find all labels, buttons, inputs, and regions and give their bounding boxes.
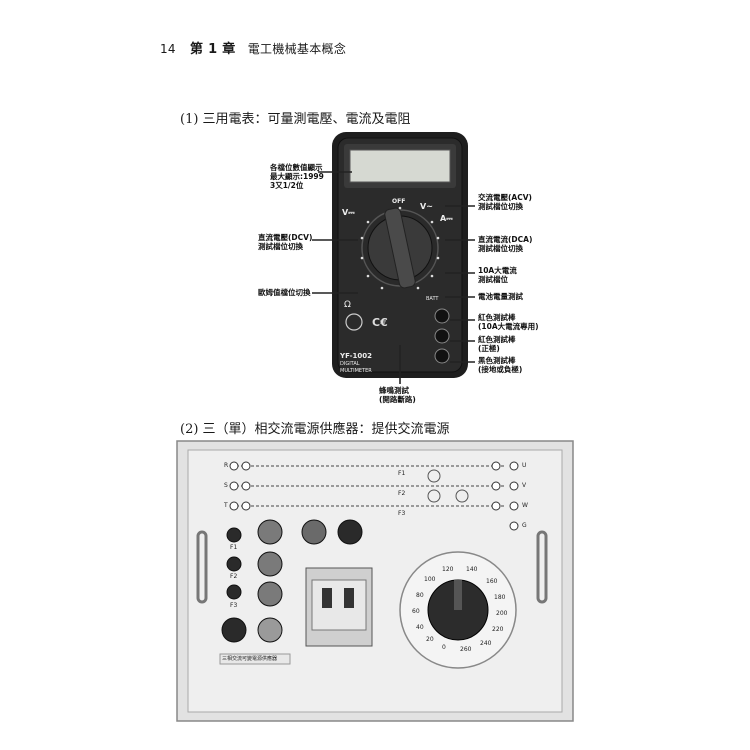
meter-label-off: OFF [392, 198, 406, 205]
callout-display-line1: 各檔位數值顯示 [270, 163, 323, 172]
phase-r: R [224, 462, 229, 469]
callout-buzzer: 蜂鳴測試 (開路斷路) [379, 386, 416, 404]
meter-label-ohm: Ω [344, 300, 351, 310]
dial-120: 120 [442, 566, 454, 573]
callout-10a: 10A大電流 測試檔位 [478, 266, 517, 284]
phase-u: U [522, 462, 527, 469]
power-supply-panel: R S T U V W G F1 F2 F3 F1 F2 F3 100 120 … [176, 440, 574, 722]
phase-s: S [224, 482, 228, 489]
meter-multimeter: MULTIMETER [340, 368, 372, 374]
dial-220: 220 [492, 626, 504, 633]
section1-title: (1) 三用電表：可量測電壓、電流及電阻 [180, 112, 411, 127]
dial-80: 80 [416, 592, 424, 599]
meter-label-vdc: V⎓ [342, 208, 355, 217]
panel-nameplate: 三相交流可變電源供應器 [222, 656, 278, 662]
chapter-label: 第 1 章 [190, 42, 236, 57]
meter-label-adc: A⎓ [440, 214, 453, 223]
line-fuse-f3: F3 [398, 510, 406, 517]
meter-digital: DIGITAL [340, 361, 360, 367]
phase-v: V [522, 482, 527, 489]
phase-w: W [522, 502, 528, 509]
power-supply-drawing [176, 440, 574, 722]
callout-ohm: 歐姆值檔位切換 [258, 288, 311, 297]
line-fuse-f2: F2 [398, 490, 406, 497]
svg-text:C€: C€ [372, 316, 388, 329]
multimeter-drawing: C€ [332, 132, 468, 378]
callout-dcv: 直流電壓(DCV) 測試檔位切換 [258, 233, 313, 251]
dial-40: 40 [416, 624, 424, 631]
callout-acv: 交流電壓(ACV) 測試檔位切換 [478, 193, 532, 211]
dial-0: 0 [442, 644, 446, 651]
multimeter-figure: C€ V⎓ OFF V~ A⎓ Ω BATT YF-1002 DIGITAL M… [330, 130, 470, 380]
callout-red-10a: 紅色測試棒 (10A大電流專用) [478, 313, 539, 331]
dial-180: 180 [494, 594, 506, 601]
dial-100: 100 [424, 576, 436, 583]
lcd-display [349, 149, 451, 183]
page-header: 14 第 1 章 電工機械基本概念 [160, 38, 346, 57]
phase-t: T [224, 502, 228, 509]
line-fuse-f1: F1 [398, 470, 406, 477]
dial-160: 160 [486, 578, 498, 585]
dial-140: 140 [466, 566, 478, 573]
callout-display-line3: 3又1/2位 [270, 181, 304, 190]
fuse-f3: F3 [230, 602, 238, 609]
dial-240: 240 [480, 640, 492, 647]
callout-black: 黑色測試棒 (接地或負極) [478, 356, 523, 374]
meter-label-vac: V~ [420, 202, 433, 211]
callout-display: 各檔位數值顯示 最大顯示:1999 3又1/2位 [270, 163, 324, 190]
fuse-f1: F1 [230, 544, 238, 551]
phase-g: G [522, 522, 527, 529]
callout-battery: 電池電量測試 [478, 292, 523, 301]
callout-display-line2: 最大顯示:1999 [270, 172, 324, 181]
callout-red: 紅色測試棒 (正極) [478, 335, 516, 353]
meter-label-batt: BATT [426, 296, 439, 302]
dial-200: 200 [496, 610, 508, 617]
dial-260: 260 [460, 646, 472, 653]
section2-title: (2) 三（單）相交流電源供應器：提供交流電源 [180, 422, 450, 437]
chapter-title: 電工機械基本概念 [247, 42, 347, 56]
fuse-f2: F2 [230, 573, 238, 580]
dial-20: 20 [426, 636, 434, 643]
meter-model: YF-1002 [340, 352, 373, 360]
dial-60: 60 [412, 608, 420, 615]
page-number: 14 [160, 42, 176, 56]
callout-dca: 直流電流(DCA) 測試檔位切換 [478, 235, 533, 253]
